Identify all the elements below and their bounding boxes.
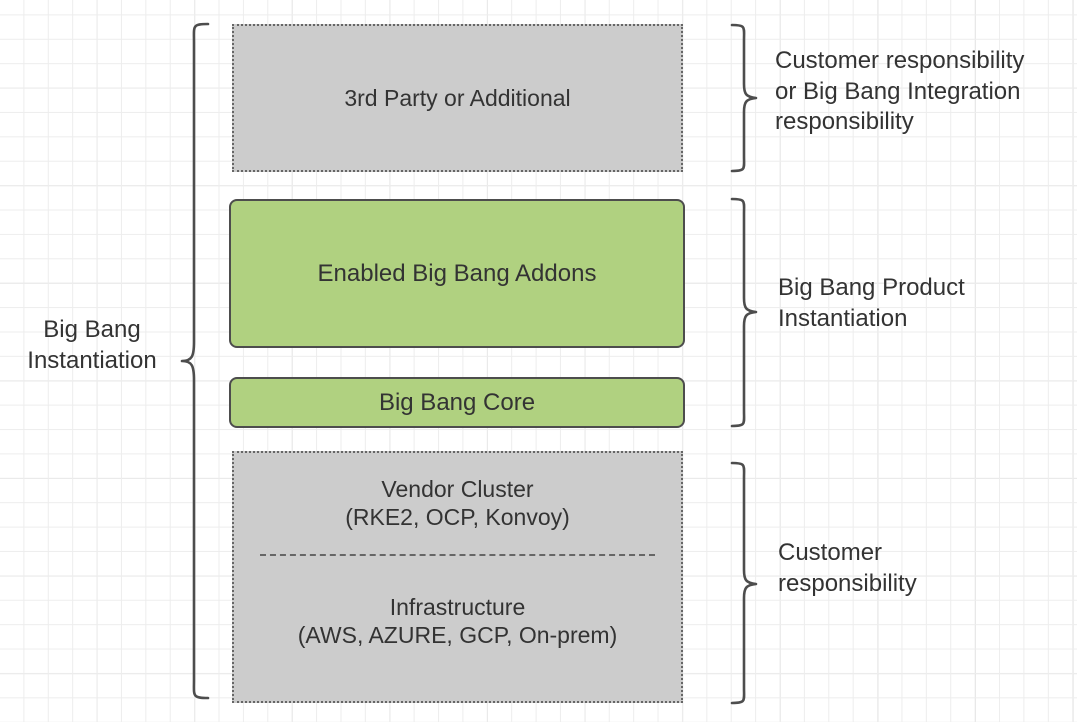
layer-third-party-box[interactable]: 3rd Party or Additional	[232, 24, 683, 172]
left-bracket-label: Big Bang Instantiation	[27, 316, 157, 374]
layer-addons-label: Enabled Big Bang Addons	[317, 259, 597, 287]
right-label-product-instantiation: Big Bang Product Instantiation	[778, 274, 965, 332]
layer-core-box[interactable]: Big Bang Core	[229, 377, 685, 428]
left-brace	[180, 22, 210, 700]
foundation-divider	[260, 554, 655, 556]
layer-addons-box[interactable]: Enabled Big Bang Addons	[229, 199, 685, 348]
layer-third-party-label: 3rd Party or Additional	[344, 84, 571, 111]
right-label-customer-responsibility: Customer responsibility	[778, 539, 917, 597]
right-brace-product-instantiation	[730, 197, 758, 428]
right-brace-third-party	[730, 23, 758, 173]
layer-foundation-upper-label: Vendor Cluster (RKE2, OCP, Konvoy)	[345, 476, 570, 531]
right-brace-customer-responsibility	[730, 461, 758, 705]
layer-foundation-lower-label: Infrastructure (AWS, AZURE, GCP, On-prem…	[297, 594, 618, 649]
right-label-customer-or-integration: Customer responsibility or Big Bang Inte…	[775, 47, 1025, 136]
layer-foundation-box[interactable]: Vendor Cluster (RKE2, OCP, Konvoy) Infra…	[232, 451, 683, 703]
layer-core-label: Big Bang Core	[378, 388, 536, 416]
